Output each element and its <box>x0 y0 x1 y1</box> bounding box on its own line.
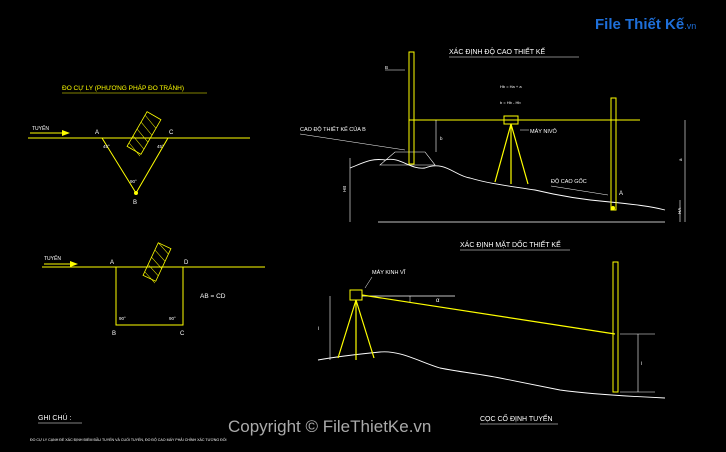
distance-method-title: ĐO CỰ LY (PHƯƠNG PHÁP ĐO TRÁNH) <box>62 83 184 92</box>
route-stake-label: CỌC CỐ ĐỊNH TUYẾN <box>480 413 553 423</box>
ground-profile-2 <box>317 351 666 399</box>
direction-label-2: TUYẾN <box>44 255 61 262</box>
tripod-leg-3 <box>510 123 529 185</box>
point-a-marker <box>611 206 615 210</box>
angle-45-left: 45° <box>103 144 110 149</box>
label-a: A <box>95 130 99 136</box>
label-c-2: C <box>180 331 185 337</box>
label-c: C <box>169 130 174 136</box>
note-formula-2: b = Hb - Hb <box>500 100 521 105</box>
staff-b-label: B <box>385 65 388 70</box>
instrument-leader <box>364 276 373 289</box>
angle-45-right: 45° <box>157 144 164 149</box>
staff-a <box>610 97 617 211</box>
design-height-leader <box>299 133 406 151</box>
ground-height-label: ĐỘ CAO GỐC <box>551 178 587 185</box>
staff-b <box>408 51 415 165</box>
note-formula-1: Hb = Ha + a <box>500 84 522 89</box>
direction-label: TUYẾN <box>32 125 49 132</box>
rectangle <box>115 267 184 326</box>
footer: GHI CHÚ : ĐO CỰ LY CẠNH ĐỂ XÁC ĐỊNH ĐIỂM… <box>30 413 558 442</box>
logo-text: File Thiết Kế <box>595 16 685 33</box>
distance-method-top: ĐO CỰ LY (PHƯƠNG PHÁP ĐO TRÁNH) TUYẾN A … <box>28 83 250 206</box>
instrument-label: MÁY KINH VĨ <box>372 269 406 276</box>
label-d: D <box>184 260 189 266</box>
slope-line <box>361 294 616 335</box>
level-label: MÁY NIVÔ <box>530 128 558 135</box>
alpha-label: α <box>436 298 440 304</box>
label-b-2: B <box>112 331 116 337</box>
design-elevation: XÁC ĐỊNH ĐỘ CAO THIẾT KẾ B A MÁY NIVÔ Hb… <box>299 46 686 223</box>
distance-method-bottom: TUYẾN A D B C AB = CD 90° 90° <box>42 242 265 337</box>
obstacle <box>126 111 162 157</box>
note-title: GHI CHÚ : <box>38 413 72 422</box>
dim-ha: HA <box>677 208 682 214</box>
dim-i2: i <box>641 361 642 367</box>
design-height-label: CAO ĐỘ THIẾT KẾ CỦA B <box>300 126 366 133</box>
design-slope-title: XÁC ĐỊNH MẶT DỐC THIẾT KẾ <box>460 239 561 249</box>
label-a-2: A <box>110 260 114 266</box>
equation: AB = CD <box>200 293 226 300</box>
design-slope: XÁC ĐỊNH MẶT DỐC THIẾT KẾ MÁY KINH VĨ α … <box>317 239 666 399</box>
dim-a: a <box>678 158 683 161</box>
angle-90-left: 90° <box>119 316 126 321</box>
angle-90: 90° <box>130 179 137 184</box>
slope-staff <box>612 261 619 393</box>
dim-b: b <box>440 136 443 141</box>
obstacle-2 <box>142 242 172 284</box>
theodolite <box>349 289 363 301</box>
dim-i: i <box>318 326 319 332</box>
site-logo: File Thiết Kế.vn <box>595 16 696 33</box>
point-a-label: A <box>619 191 623 197</box>
arrow-head-2 <box>70 261 78 267</box>
arrow-head <box>62 130 70 136</box>
dim-hb: HB <box>342 186 347 192</box>
label-b: B <box>133 200 137 206</box>
tripod-leg-1 <box>494 123 512 183</box>
ground-mound <box>379 151 436 166</box>
design-elevation-title: XÁC ĐỊNH ĐỘ CAO THIẾT KẾ <box>449 46 546 56</box>
logo-suffix: .vn <box>684 21 697 31</box>
point-b <box>134 191 138 195</box>
angle-90-right: 90° <box>169 316 176 321</box>
copyright-watermark: Copyright © FileThietKe.vn <box>228 417 432 436</box>
note-text: ĐO CỰ LY CẠNH ĐỂ XÁC ĐỊNH ĐIỂM ĐẦU TUYẾN… <box>30 437 227 442</box>
ground-profile <box>349 158 666 211</box>
theo-leg-1 <box>337 299 357 359</box>
theo-leg-3 <box>355 299 375 359</box>
ground-height-leader <box>550 185 609 196</box>
